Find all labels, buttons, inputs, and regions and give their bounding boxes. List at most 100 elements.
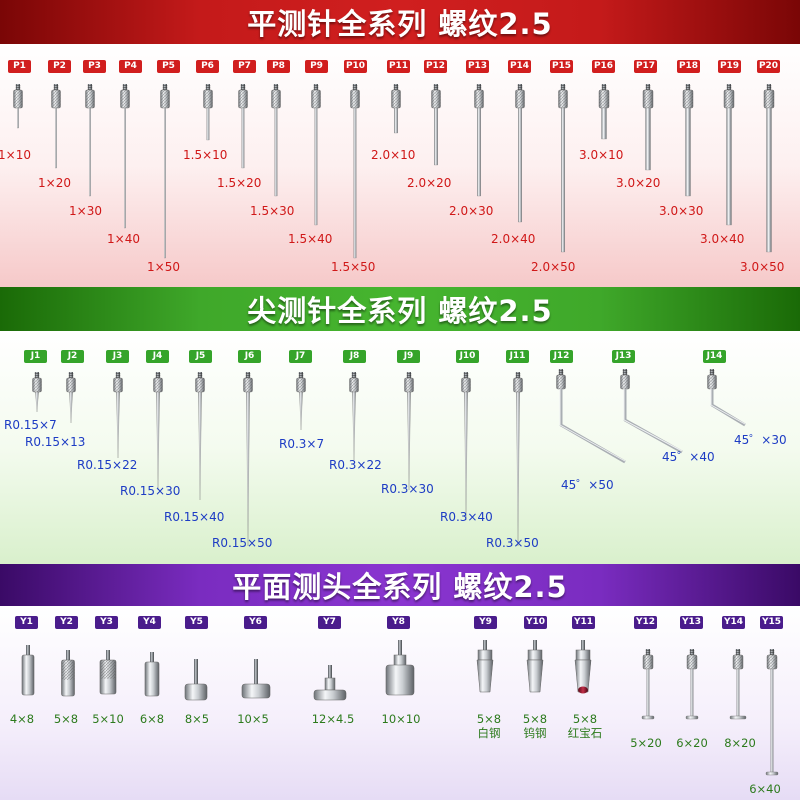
pointed-probe-code-j4: J4 — [146, 350, 169, 363]
flathead-probe-y4 — [144, 661, 160, 697]
pointed-probe-j11 — [516, 391, 520, 547]
flat-probe-size-p17: 3.0×20 — [616, 176, 661, 190]
pointed-probe-j7 — [299, 391, 303, 431]
pointed-probe-size-j11: R0.3×50 — [486, 536, 539, 550]
flathead-probe-y5 — [184, 683, 208, 701]
pointed-probe-code-j9: J9 — [397, 350, 420, 363]
flat-probe-code-p16: P16 — [592, 60, 615, 73]
flathead-probe-code-y8: Y8 — [387, 616, 410, 629]
flathead-probe-size-y14: 8×20 — [724, 736, 756, 750]
flat-probe-p15 — [561, 107, 565, 253]
pointed-probe-code-j3: J3 — [106, 350, 129, 363]
flathead-probe-code-y5: Y5 — [185, 616, 208, 629]
flat-probe-size-p5: 1×50 — [147, 260, 180, 274]
flat-probe-p11 — [394, 107, 398, 134]
flathead-probe-y12 — [646, 668, 650, 717]
pointed-probe-j8 — [352, 391, 356, 461]
pointed-probe-size-j14: 45゜×30 — [734, 433, 787, 447]
flat-probe-p13 — [477, 107, 481, 197]
flathead-probe-size-y5: 8×5 — [184, 712, 210, 726]
flathead-probe-y11 — [574, 659, 592, 693]
flat-probe-p4 — [124, 107, 126, 229]
pointed-probe-code-j8: J8 — [343, 350, 366, 363]
pointed-probe-bent-12 — [559, 389, 626, 464]
pointed-probe-code-j10: J10 — [456, 350, 479, 363]
flathead-probe-y1 — [21, 654, 35, 696]
flat-probe-p7 — [241, 107, 245, 169]
flat-probe-p10 — [353, 107, 357, 259]
flat-probe-code-p12: P12 — [424, 60, 447, 73]
flathead-probe-code-y9: Y9 — [474, 616, 497, 629]
flat-probe-code-p5: P5 — [157, 60, 180, 73]
flat-probe-code-p9: P9 — [305, 60, 328, 73]
flathead-probe-size-y8: 10×10 — [381, 712, 421, 726]
pointed-probe-size-j6: R0.15×50 — [212, 536, 273, 550]
pointed-probe-size-j7: R0.3×7 — [279, 437, 325, 451]
flathead-section-title: 平面测头全系列 螺纹2.5 — [0, 564, 800, 606]
flathead-probe-y15 — [770, 668, 774, 773]
flathead-probe-code-y13: Y13 — [680, 616, 703, 629]
pointed-probe-code-j13: J13 — [612, 350, 635, 363]
pointed-probe-bent-13 — [623, 389, 683, 454]
pointed-probe-size-j1: R0.15×7 — [4, 418, 57, 432]
flat-probe-p8 — [274, 107, 278, 197]
flat-probe-code-p4: P4 — [119, 60, 142, 73]
pointed-probe-size-j4: R0.15×30 — [120, 484, 181, 498]
flathead-probe-size-y11: 5×8 红宝石 — [567, 712, 603, 740]
flathead-section-background — [0, 606, 800, 800]
flathead-probe-y8 — [385, 664, 415, 696]
flat-probe-size-p6: 1.5×10 — [183, 148, 228, 162]
flat-probe-size-p7: 1.5×20 — [217, 176, 262, 190]
pointed-probe-size-j2: R0.15×13 — [25, 435, 86, 449]
pointed-probe-code-j14: J14 — [703, 350, 726, 363]
flat-probe-size-p9: 1.5×40 — [288, 232, 333, 246]
flat-probe-p19 — [726, 107, 732, 226]
flat-probe-size-p2: 1×20 — [38, 176, 71, 190]
flat-probe-code-p13: P13 — [466, 60, 489, 73]
flat-probe-size-p16: 3.0×10 — [579, 148, 624, 162]
flat-probe-code-p15: P15 — [550, 60, 573, 73]
pointed-probe-code-j7: J7 — [289, 350, 312, 363]
flathead-probe-size-y2: 5×8 — [53, 712, 79, 726]
pointed-probe-size-j10: R0.3×40 — [440, 510, 493, 524]
flathead-probe-y13 — [690, 668, 694, 717]
flathead-probe-code-y6: Y6 — [244, 616, 267, 629]
pointed-probe-j3 — [116, 391, 120, 459]
flathead-probe-y9 — [476, 659, 494, 693]
pointed-probe-size-j8: R0.3×22 — [329, 458, 382, 472]
flat-probe-size-p12: 2.0×20 — [407, 176, 452, 190]
flathead-probe-size-y12: 5×20 — [630, 736, 662, 750]
flathead-probe-code-y7: Y7 — [318, 616, 341, 629]
flat-probe-code-p19: P19 — [718, 60, 741, 73]
flathead-probe-code-y3: Y3 — [95, 616, 118, 629]
flathead-probe-size-y13: 6×20 — [676, 736, 708, 750]
flat-probe-size-p8: 1.5×30 — [250, 204, 295, 218]
flat-probe-code-p7: P7 — [233, 60, 256, 73]
flathead-probe-y10 — [526, 659, 544, 693]
flat-probe-p9 — [314, 107, 318, 226]
pointed-probe-j9 — [407, 391, 411, 491]
pointed-probe-code-j5: J5 — [189, 350, 212, 363]
flathead-probe-code-y2: Y2 — [55, 616, 78, 629]
flat-probe-code-p1: P1 — [8, 60, 31, 73]
pointed-probe-j6 — [246, 391, 250, 547]
flat-probe-code-p8: P8 — [267, 60, 290, 73]
flathead-probe-size-y7: 12×4.5 — [311, 712, 355, 726]
flathead-probe-y7 — [313, 689, 347, 701]
flat-probe-code-p14: P14 — [508, 60, 531, 73]
flathead-probe-y14 — [736, 668, 740, 717]
flat-probe-size-p3: 1×30 — [69, 204, 102, 218]
flat-probe-p6 — [206, 107, 210, 141]
flathead-probe-size-y6: 10×5 — [237, 712, 269, 726]
pointed-probe-code-j1: J1 — [24, 350, 47, 363]
pointed-probe-code-j2: J2 — [61, 350, 84, 363]
flat-probe-size-p13: 2.0×30 — [449, 204, 494, 218]
flat-probe-size-p4: 1×40 — [107, 232, 140, 246]
pointed-probe-j5 — [198, 391, 202, 501]
flat-probe-code-p18: P18 — [677, 60, 700, 73]
flathead-probe-y6 — [241, 683, 271, 699]
flat-probe-p18 — [685, 107, 691, 197]
flat-probe-size-p11: 2.0×10 — [371, 148, 416, 162]
flat-probe-p14 — [518, 107, 522, 223]
pointed-probe-j2 — [69, 391, 73, 424]
